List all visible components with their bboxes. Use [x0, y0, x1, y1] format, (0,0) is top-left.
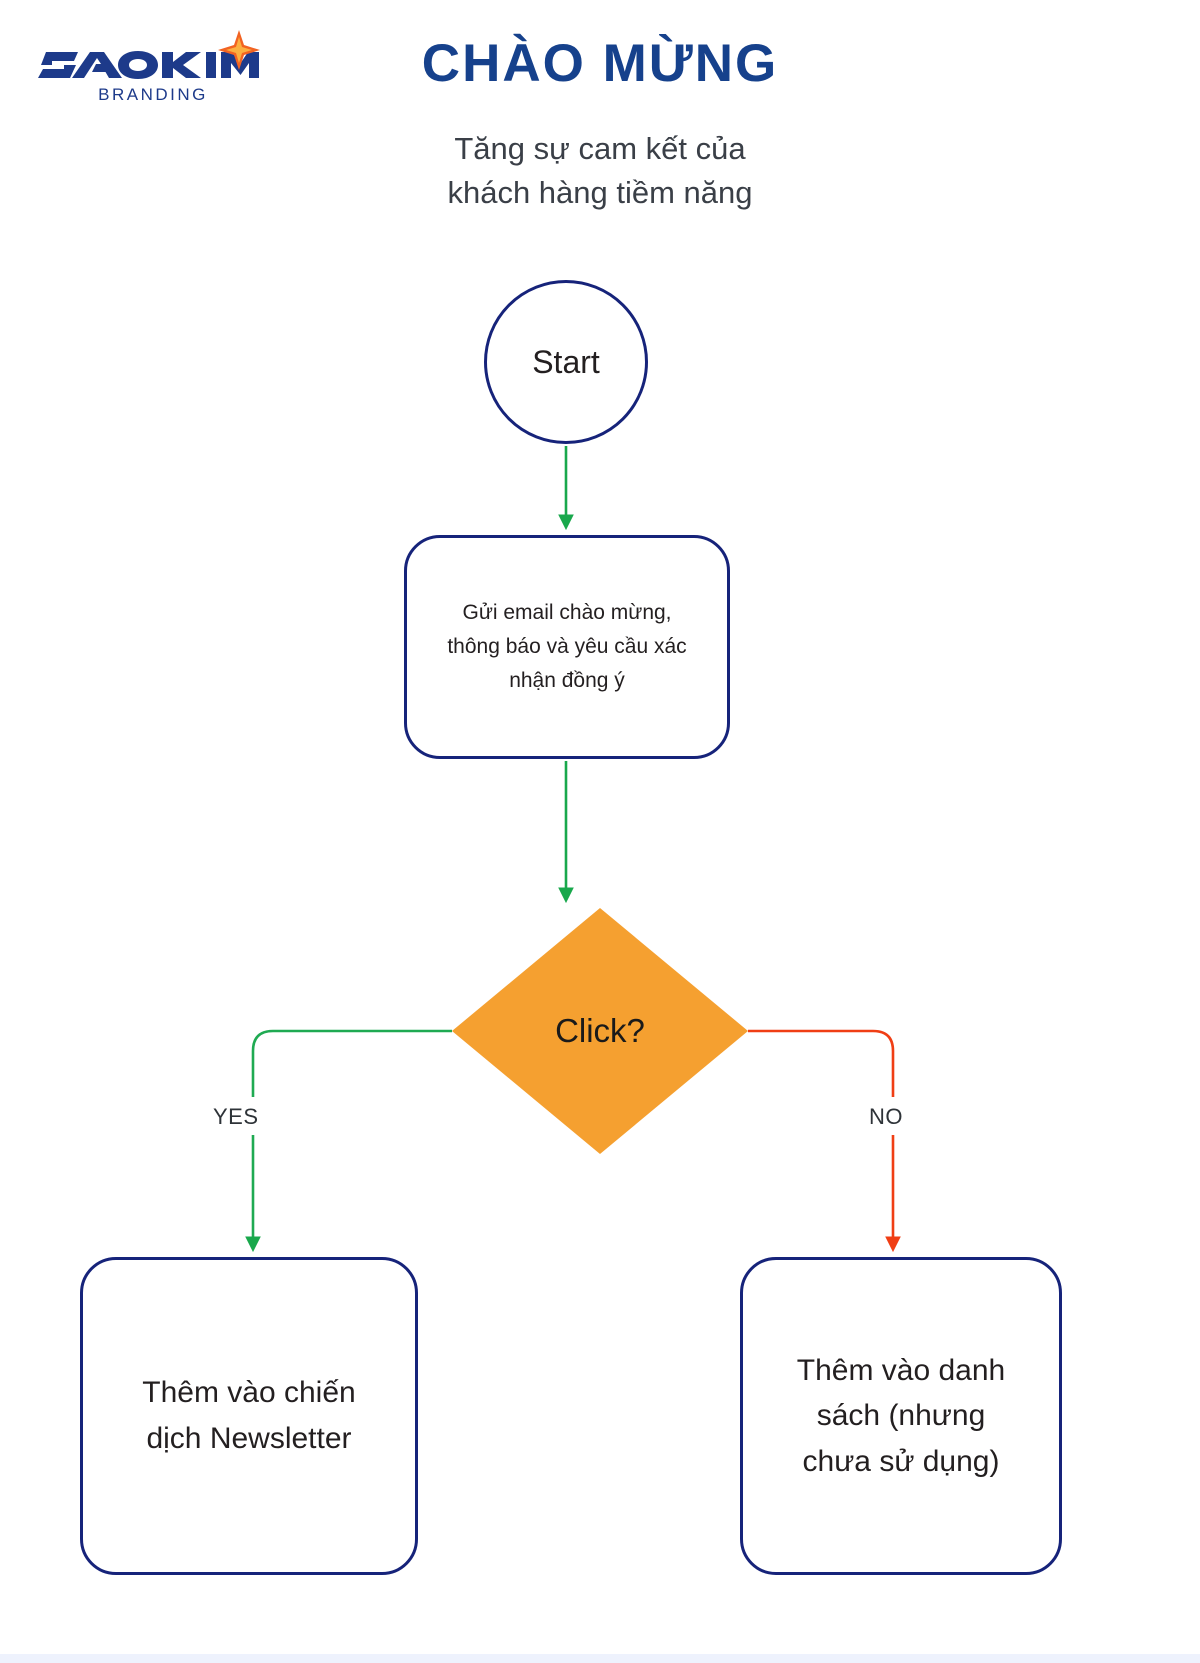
- flow-node-process-line-1: Gửi email chào mừng,: [462, 600, 672, 624]
- edge-decision-to-yes-upper: [251, 1029, 452, 1097]
- flow-node-decision-label: Click?: [555, 1012, 645, 1049]
- flow-node-start[interactable]: Start: [484, 280, 648, 444]
- four-pointed-star-icon: [218, 30, 260, 70]
- flow-node-no-line-3: chưa sử dụng): [802, 1444, 1000, 1478]
- page-subtitle-line-1: Tăng sự cam kết của: [454, 131, 746, 166]
- logo-tagline: BRANDING: [98, 85, 208, 104]
- flow-node-decision-click[interactable]: Click?: [452, 908, 748, 1154]
- edge-decision-to-no-upper: [748, 1029, 895, 1097]
- page-subtitle-line-2: khách hàng tiềm năng: [447, 175, 753, 211]
- flow-node-yes-line-2: dịch Newsletter: [146, 1422, 352, 1455]
- flow-node-start-label: Start: [532, 343, 600, 380]
- flow-node-no-line-1: Thêm vào danh: [796, 1353, 1006, 1387]
- bottom-accent-band: [0, 1654, 1200, 1663]
- flow-node-process-line-3: nhận đồng ý: [509, 669, 625, 692]
- flow-node-yes-line-1: Thêm vào chiến: [142, 1375, 356, 1409]
- edge-label-yes: YES: [213, 1104, 259, 1129]
- saokim-branding-logo: BRANDING: [38, 28, 268, 106]
- flow-node-process-text: Gửi email chào mừng, thông báo và yêu cầ…: [447, 596, 686, 698]
- flow-node-process-line-2: thông báo và yêu cầu xác: [447, 634, 687, 658]
- flow-node-send-welcome-email[interactable]: Gửi email chào mừng, thông báo và yêu cầ…: [404, 535, 730, 759]
- edge-label-no: NO: [869, 1104, 903, 1129]
- page-title: CHÀO MỪNG: [421, 34, 779, 93]
- flow-node-no-line-2: sách (nhưng: [816, 1399, 986, 1433]
- flow-node-add-to-newsletter[interactable]: Thêm vào chiến dịch Newsletter: [80, 1257, 418, 1575]
- flow-node-add-to-unused-list[interactable]: Thêm vào danh sách (nhưng chưa sử dụng): [740, 1257, 1062, 1575]
- flow-node-no-text: Thêm vào danh sách (nhưng chưa sử dụng): [797, 1348, 1005, 1485]
- flow-node-yes-text: Thêm vào chiến dịch Newsletter: [142, 1370, 355, 1463]
- saokim-wordmark-icon: [38, 51, 259, 79]
- page-subtitle: Tăng sự cam kết của khách hàng tiềm năng: [0, 127, 1200, 215]
